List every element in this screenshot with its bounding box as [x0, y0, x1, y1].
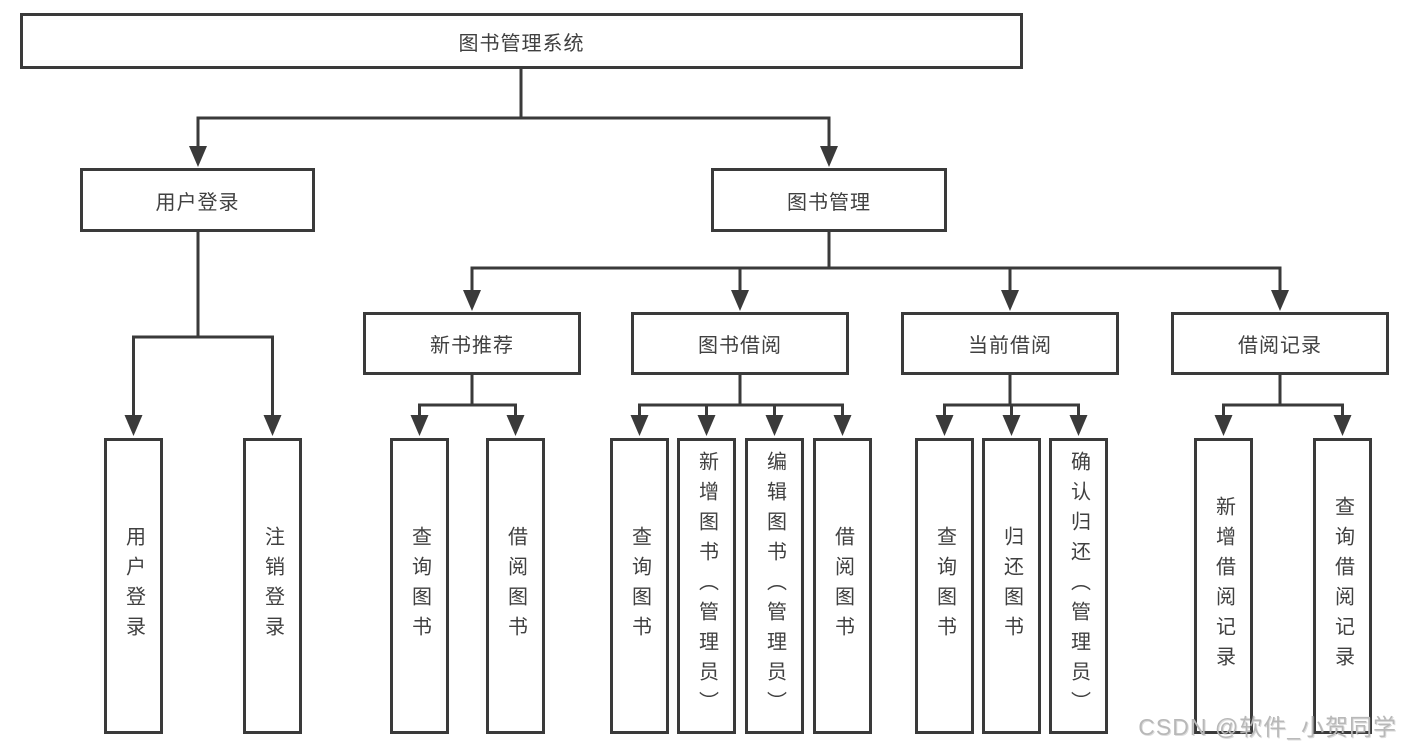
leaf-user-login: 用户登录 [104, 438, 163, 734]
arrowhead [463, 290, 481, 311]
arrowhead [1214, 415, 1233, 436]
node-label: 图书管理系统 [458, 32, 585, 55]
arrowhead [1001, 290, 1019, 311]
arrowhead [1069, 415, 1088, 436]
leaf-add-book-admin: 新增图书（管理员） [677, 438, 736, 734]
arrowhead [765, 415, 784, 436]
leaf-logout: 注销登录 [243, 438, 302, 734]
connector [196, 67, 831, 148]
leaf-label: 借阅图书 [504, 526, 527, 646]
node-label: 用户登录 [155, 191, 240, 214]
leaf-confirm-return-admin: 确认归还（管理员） [1049, 438, 1108, 734]
leaf-borrow-books: 借阅图书 [813, 438, 872, 734]
leaf-query-books-borrow: 查询图书 [610, 438, 669, 734]
arrowhead [935, 415, 954, 436]
connector [638, 373, 844, 417]
node-book-borrowing: 图书借阅 [631, 312, 849, 375]
leaf-query-books-current: 查询图书 [915, 438, 974, 734]
arrowhead [263, 415, 282, 436]
connector-lines [132, 67, 1344, 417]
leaf-label: 新增图书（管理员） [695, 451, 718, 721]
node-current-borrowing: 当前借阅 [901, 312, 1119, 375]
node-label: 新书推荐 [430, 335, 514, 357]
node-label: 图书管理 [787, 191, 871, 214]
leaf-label: 新增借阅记录 [1212, 496, 1235, 676]
leaf-label: 查询图书 [628, 526, 651, 646]
node-borrowing-records: 借阅记录 [1171, 312, 1389, 375]
connector [943, 373, 1080, 417]
arrowhead [1002, 415, 1021, 436]
node-book-management: 图书管理 [711, 168, 947, 232]
leaf-return-book: 归还图书 [982, 438, 1041, 734]
node-label: 当前借阅 [968, 335, 1052, 357]
leaf-label: 查询图书 [408, 526, 431, 646]
leaf-label: 编辑图书（管理员） [763, 451, 786, 721]
arrowhead [731, 290, 749, 311]
leaf-label: 查询图书 [933, 526, 956, 646]
leaf-add-borrow-record: 新增借阅记录 [1194, 438, 1253, 734]
connector [1222, 373, 1344, 417]
node-user-login: 用户登录 [80, 168, 315, 232]
leaf-label: 用户登录 [122, 526, 145, 646]
leaf-query-books-recommend: 查询图书 [390, 438, 449, 734]
node-new-book-recommendation: 新书推荐 [363, 312, 581, 375]
arrowhead [410, 415, 429, 436]
arrowhead [189, 146, 207, 167]
arrowheads [124, 146, 1352, 436]
connector [470, 230, 1282, 292]
connector [418, 373, 517, 417]
leaf-query-borrow-record: 查询借阅记录 [1313, 438, 1372, 734]
leaf-label: 借阅图书 [831, 526, 854, 646]
node-label: 借阅记录 [1238, 335, 1322, 357]
arrowhead [506, 415, 525, 436]
node-library-management-system: 图书管理系统 [20, 13, 1023, 69]
arrowhead [820, 146, 838, 167]
leaf-edit-book-admin: 编辑图书（管理员） [745, 438, 804, 734]
arrowhead [630, 415, 649, 436]
watermark-text: CSDN @软件_小贺同学 [1138, 714, 1397, 740]
arrowhead [1333, 415, 1352, 436]
node-label: 图书借阅 [698, 335, 782, 357]
leaf-borrow-books-recommend: 借阅图书 [486, 438, 545, 734]
arrowhead [697, 415, 716, 436]
leaf-label: 查询借阅记录 [1331, 496, 1354, 676]
arrowhead [833, 415, 852, 436]
connector [132, 230, 274, 417]
leaf-label: 归还图书 [1000, 526, 1023, 646]
leaf-label: 注销登录 [261, 526, 284, 646]
arrowhead [124, 415, 143, 436]
leaf-label: 确认归还（管理员） [1067, 451, 1090, 721]
arrowhead [1271, 290, 1289, 311]
